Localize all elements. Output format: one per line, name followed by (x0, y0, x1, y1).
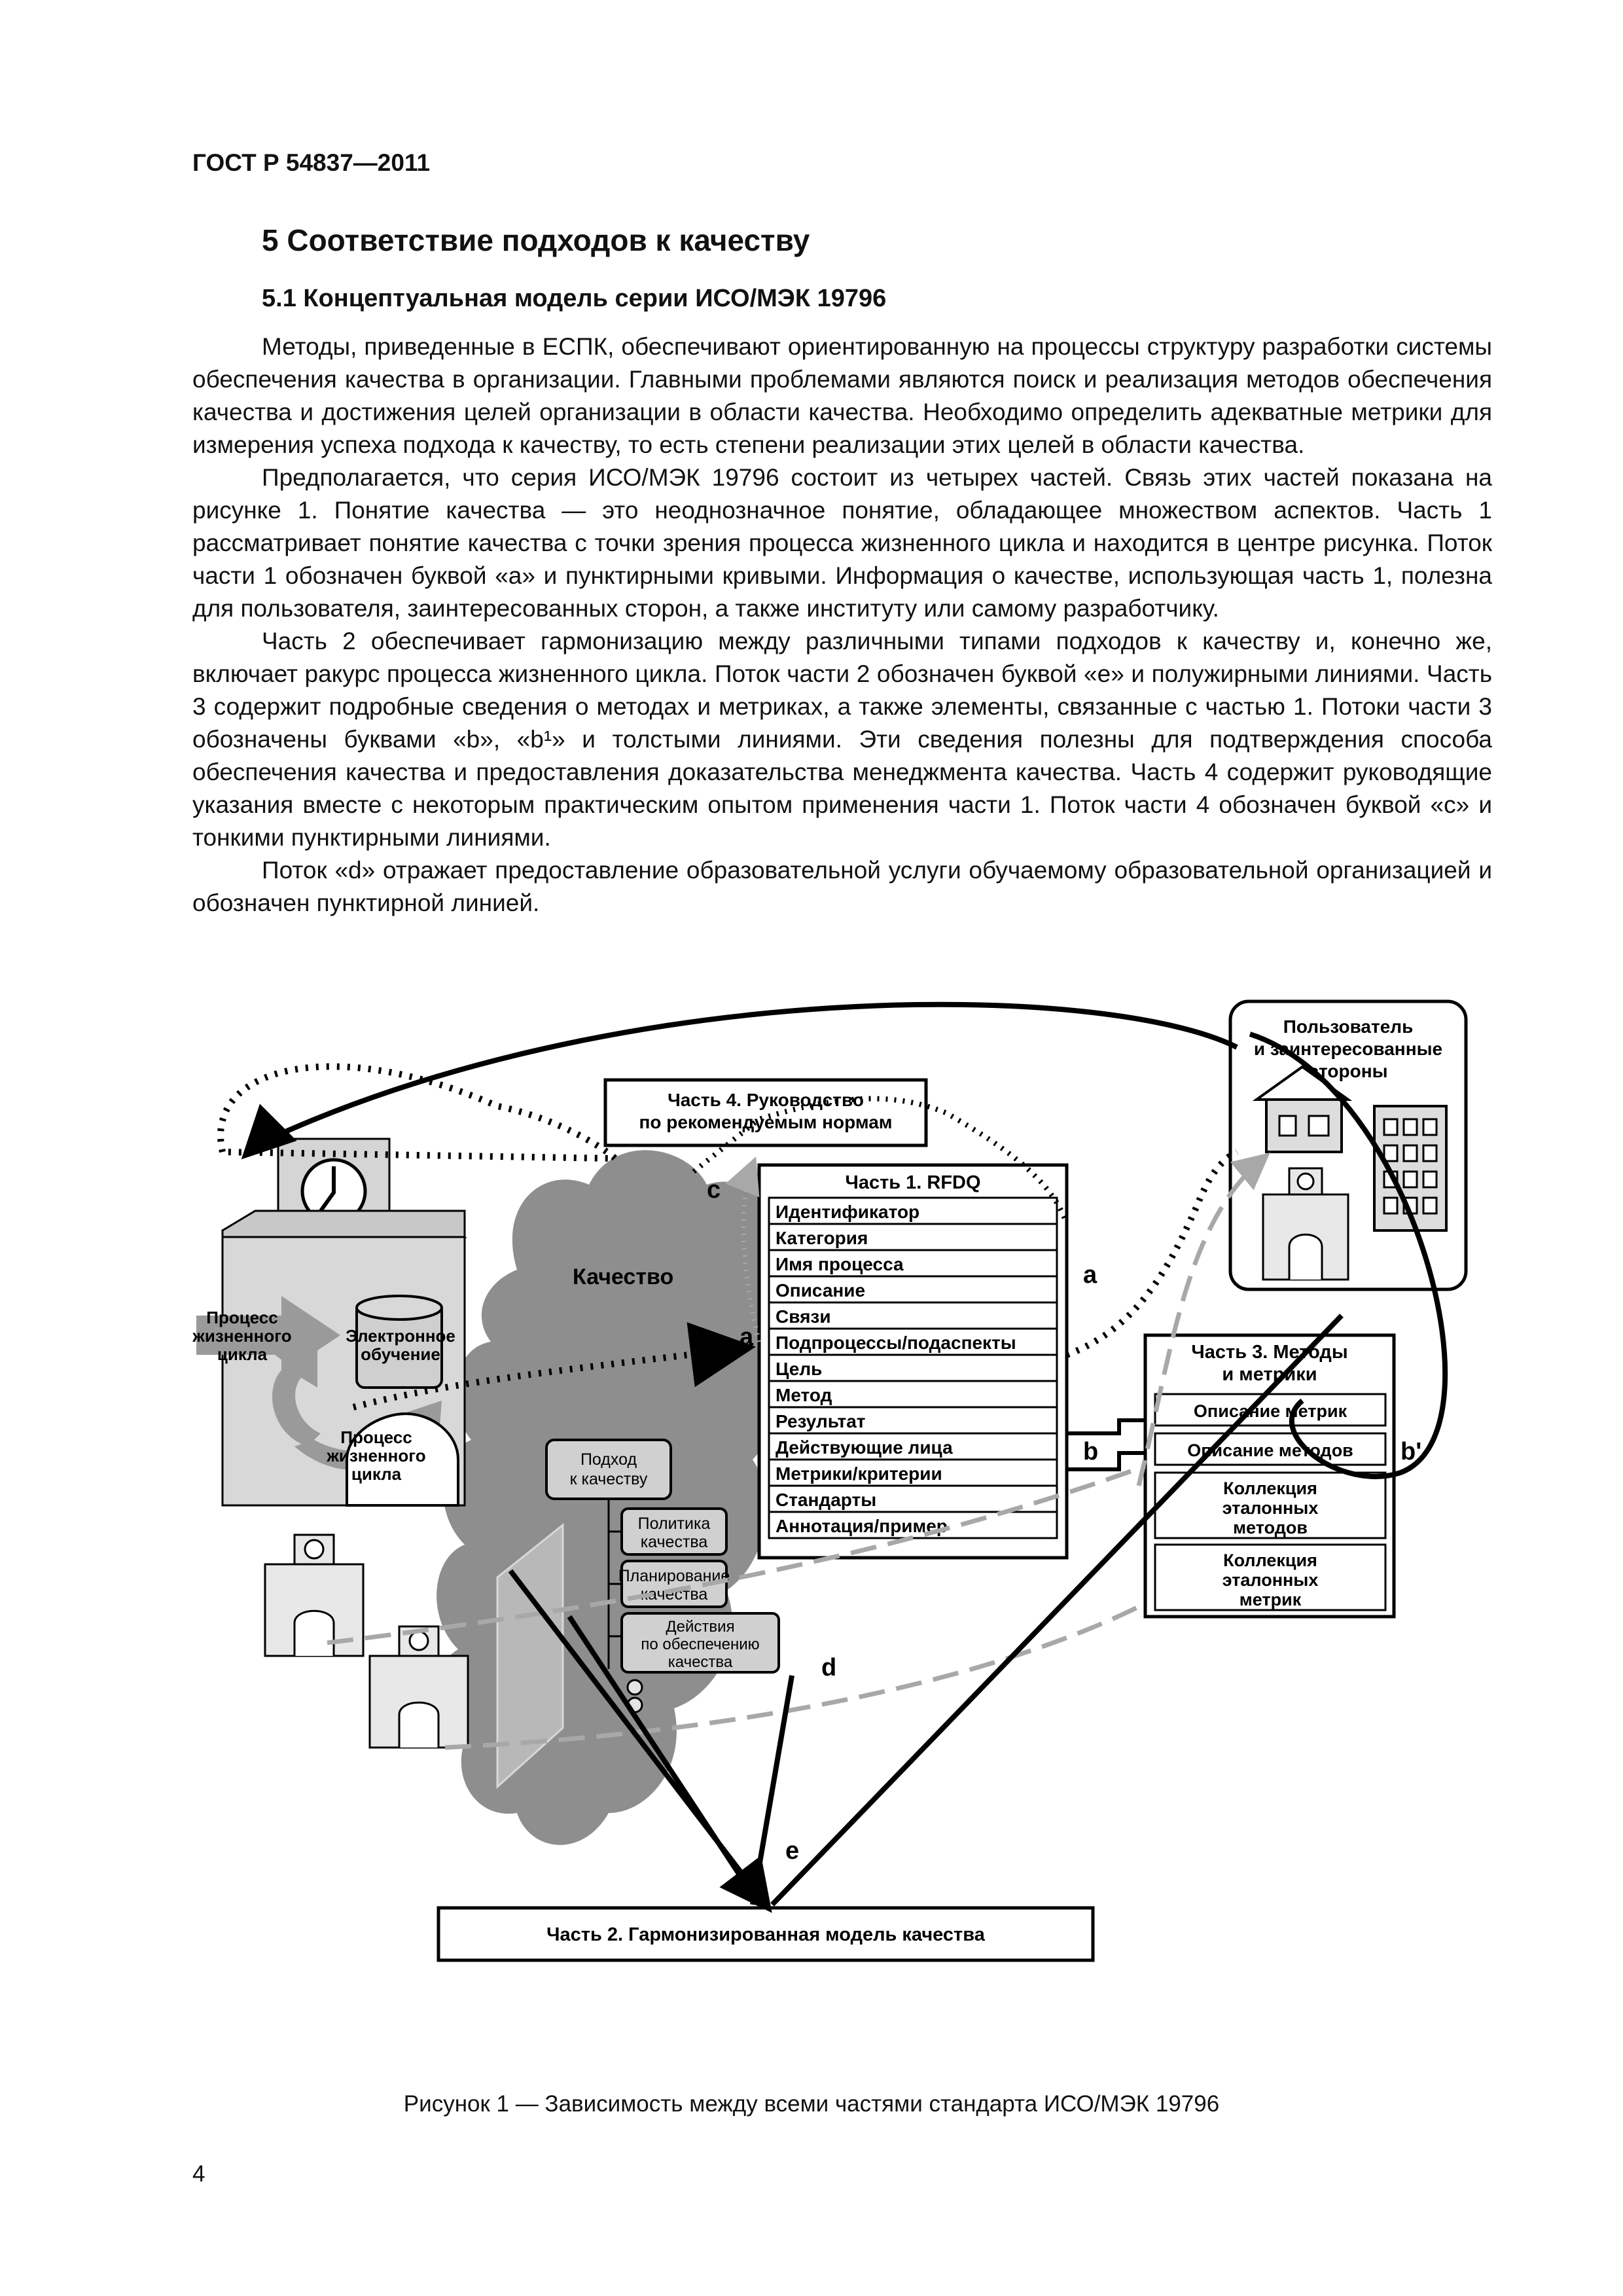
part1-row-label: Связи (776, 1306, 831, 1327)
part2-label: Часть 2. Гармонизированная модель качест… (546, 1924, 986, 1945)
part1-row-label: Имя процесса (776, 1254, 904, 1274)
flow-label-e: e (785, 1837, 799, 1865)
document-code: ГОСТ Р 54837—2011 (192, 149, 430, 177)
paragraph: Предполагается, что серия ИСО/МЭК 19796 … (192, 461, 1492, 625)
school-building-icon (370, 1626, 468, 1748)
page-number: 4 (192, 2161, 205, 2187)
flow-label-b: b (1083, 1438, 1098, 1465)
flow-label-a-right: a (1083, 1261, 1097, 1289)
part1-row-label: Результат (776, 1411, 866, 1431)
flow-label-d: d (821, 1654, 836, 1681)
flow-label-a-left: a (740, 1323, 754, 1351)
part1-row-label: Подпроцессы/подаспекты (776, 1333, 1016, 1353)
figure-caption: Рисунок 1 — Зависимость между всеми част… (0, 2091, 1623, 2117)
part1-title: Часть 1. RFDQ (845, 1172, 980, 1193)
part1-row-label: Стандарты (776, 1490, 876, 1510)
part1-row-label: Метрики/критерии (776, 1463, 942, 1484)
part1-row-label: Аннотация/пример (776, 1516, 948, 1536)
paragraph: Методы, приведенные в ЕСПК, обеспечивают… (192, 331, 1492, 461)
part1-row-label: Цель (776, 1359, 822, 1379)
part1-row-label: Категория (776, 1228, 868, 1248)
flow-line-e (753, 1676, 792, 1905)
part1-row-label: Идентификатор (776, 1202, 919, 1222)
subsection-title: 5.1 Концептуальная модель серии ИСО/МЭК … (262, 285, 886, 313)
paragraph: Поток «d» отражает предоставление образо… (192, 854, 1492, 920)
section-title: 5 Соответствие подходов к качеству (262, 223, 810, 258)
flow-label-c: c (707, 1176, 721, 1204)
part1-row-label: Описание (776, 1280, 865, 1300)
paragraph: Часть 2 обеспечивает гармонизацию между … (192, 625, 1492, 854)
school-building-icon (265, 1535, 363, 1656)
part3-row: Описание метрик (1194, 1401, 1347, 1421)
body-text: Методы, приведенные в ЕСПК, обеспечивают… (192, 331, 1492, 920)
flow-line-a (1067, 1152, 1237, 1355)
flow-line-b (1067, 1420, 1145, 1469)
part1-row-label: Метод (776, 1385, 832, 1405)
part1-row-label: Действующие лица (776, 1437, 953, 1458)
quality-label: Качество (573, 1265, 673, 1289)
part1-table: Часть 1. RFDQ ИдентификаторКатегорияИмя … (759, 1165, 1067, 1558)
flow-label-b-prime: b' (1400, 1438, 1421, 1465)
